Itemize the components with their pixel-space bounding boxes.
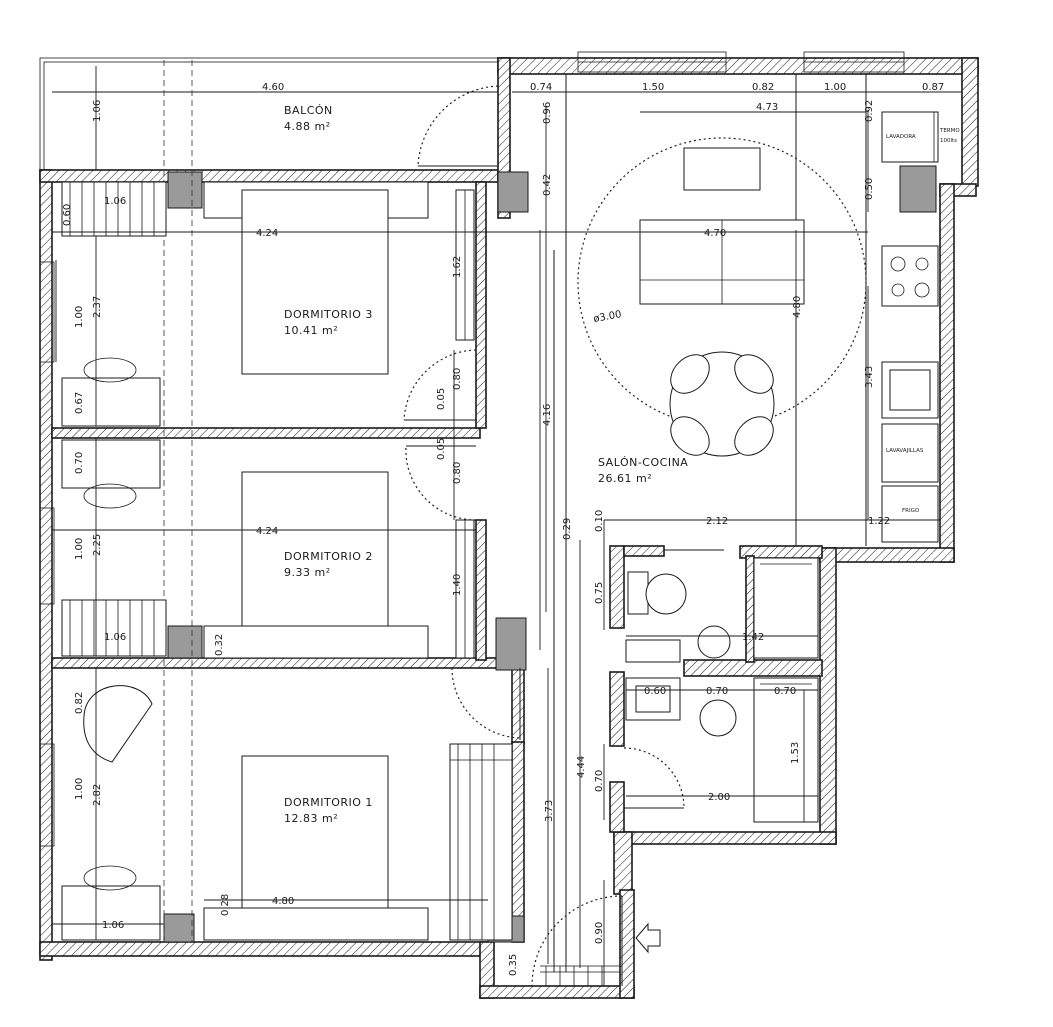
dimension-label: 4.70 — [704, 228, 726, 239]
dimension-label: 0.42 — [542, 174, 553, 196]
dimension-label: 0.10 — [594, 510, 605, 532]
dimension-label: 4.24 — [256, 228, 278, 239]
dimension-label: 1.00 — [74, 306, 85, 328]
dimension-label: 0.90 — [594, 922, 605, 944]
dimension-label: 0.05 — [436, 438, 447, 460]
appliance-label: LAVADORA — [886, 134, 916, 140]
dimension-label: 2.12 — [706, 516, 728, 527]
dimension-label: 0.50 — [864, 178, 875, 200]
kitchen-furniture — [881, 111, 939, 543]
room-area: 4.88 m² — [284, 120, 331, 133]
dimension-label: 1.40 — [452, 574, 463, 596]
dimension-label: 1.06 — [104, 196, 126, 207]
dimension-label: 2.82 — [92, 784, 103, 806]
dimension-label: 1.00 — [74, 538, 85, 560]
dimension-label: 0.35 — [508, 954, 519, 976]
room-name: DORMITORIO 3 — [284, 308, 373, 321]
dimension-label: 0.60 — [62, 204, 73, 226]
dimension-label: 4.16 — [542, 404, 553, 426]
appliance-label: LAVAVAJILLAS — [886, 448, 924, 454]
bedroom-2-furniture — [61, 439, 475, 659]
corridor — [540, 74, 867, 986]
room-labels: BALCÓN 4.88 m² DORMITORIO 3 10.41 m² DOR… — [284, 104, 688, 825]
room-name: SALÓN-COCINA — [598, 456, 688, 469]
room-area: 9.33 m² — [284, 566, 331, 579]
dimension-label: 0.80 — [452, 462, 463, 484]
dimension-label: 0.96 — [542, 102, 553, 124]
dimension-label: 0.70 — [74, 452, 85, 474]
dimension-label: 1.42 — [742, 632, 764, 643]
dimension-label: 0.28 — [220, 894, 231, 916]
dimension-label: 1.53 — [790, 742, 801, 764]
dimension-label: 4.24 — [256, 526, 278, 537]
dimension-label: 1.06 — [104, 632, 126, 643]
dimension-label: 0.87 — [922, 82, 944, 93]
room-name: DORMITORIO 2 — [284, 550, 373, 563]
dimension-label: 0.82 — [752, 82, 774, 93]
exterior-walls — [39, 57, 979, 999]
room-area: 26.61 m² — [598, 472, 652, 485]
dimension-label: 1.06 — [102, 920, 124, 931]
dimension-texts: 4.60 1.06 0.74 1.50 0.82 1.00 0.87 4.73 … — [62, 82, 944, 976]
dimension-label: 2.25 — [92, 534, 103, 556]
dimension-label: 4.60 — [262, 82, 284, 93]
bedroom-1-furniture — [61, 685, 513, 941]
dimension-label: 0.60 — [644, 686, 666, 697]
dimension-label: 0.70 — [774, 686, 796, 697]
doors — [403, 85, 724, 987]
dimension-label: 0.80 — [452, 368, 463, 390]
dimension-label: 1.22 — [868, 516, 890, 527]
dimension-label: 0.75 — [594, 582, 605, 604]
room-area: 10.41 m² — [284, 324, 338, 337]
guide-lines — [163, 60, 193, 942]
dimension-label: 4.73 — [756, 102, 778, 113]
dimension-label: 0.32 — [214, 634, 225, 656]
appliance-label: FRIGO — [902, 508, 920, 514]
dimension-label: 2.37 — [92, 296, 103, 318]
dimension-label: 1.06 — [92, 100, 103, 122]
dimension-label: 1.00 — [74, 778, 85, 800]
interior-walls — [51, 181, 823, 943]
dimension-label: 3.43 — [864, 366, 875, 388]
windows-top — [577, 51, 905, 73]
bedroom-3-furniture — [61, 181, 475, 427]
dimension-label: 2.00 — [708, 792, 730, 803]
bathroom-fixtures — [625, 557, 819, 823]
dimension-label: 0.70 — [706, 686, 728, 697]
dimension-label: 4.80 — [792, 296, 803, 318]
dimension-label: 0.29 — [562, 518, 573, 540]
dimension-label: 0.74 — [530, 82, 552, 93]
dimension-label: 0.92 — [864, 100, 875, 122]
dimension-label: 4.44 — [576, 756, 587, 778]
dimension-label: 0.67 — [74, 392, 85, 414]
dimension-lines — [52, 66, 962, 986]
dimension-label: 3.73 — [544, 800, 555, 822]
columns — [163, 165, 937, 943]
dimension-label: 1.62 — [452, 256, 463, 278]
dimension-label: ø3.00 — [593, 309, 623, 325]
dimension-label: 1.50 — [642, 82, 664, 93]
room-name: DORMITORIO 1 — [284, 796, 373, 809]
appliance-label: TERMO — [939, 128, 960, 134]
appliance-label: 100lts — [940, 138, 957, 144]
appliance-labels: LAVADORA TERMO 100lts LAVAVAJILLAS FRIGO — [886, 128, 960, 514]
room-name: BALCÓN — [284, 104, 333, 117]
room-area: 12.83 m² — [284, 812, 338, 825]
windows-left — [39, 261, 55, 847]
dimension-label: 0.82 — [74, 692, 85, 714]
dimension-label: 0.05 — [436, 388, 447, 410]
dimension-label: 1.00 — [824, 82, 846, 93]
dimension-label: 4.80 — [272, 896, 294, 907]
living-furniture — [577, 137, 867, 457]
dimension-label: 0.70 — [594, 770, 605, 792]
entrance-arrow-icon — [635, 922, 661, 954]
